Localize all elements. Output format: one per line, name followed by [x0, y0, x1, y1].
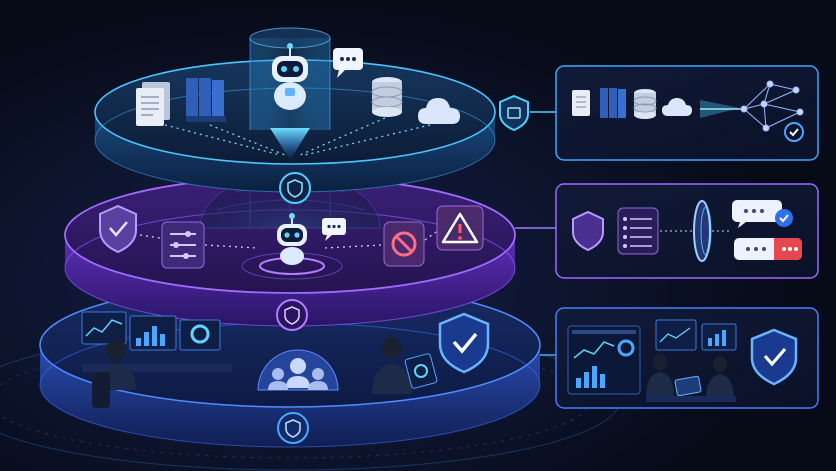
dashboard-icon [567, 325, 641, 395]
mid-connectors [139, 231, 437, 249]
neural-network-icon [740, 80, 804, 132]
checklist-icon [617, 207, 659, 255]
chat-bubble-icon [322, 218, 346, 241]
warning-icon [436, 205, 484, 251]
top-connectors [164, 117, 431, 156]
monitoring-desk-icon [81, 311, 232, 408]
cloud-icon [662, 98, 692, 116]
rejected-message-icon [734, 238, 802, 260]
documents-icon [136, 82, 170, 126]
shield-badge-icon [279, 172, 311, 204]
reviewer-tablet-icon [372, 337, 438, 394]
panel-knowledge-sources [555, 65, 819, 161]
check-badge-icon [784, 122, 804, 142]
signal-beam [700, 100, 742, 118]
cloud-icon [418, 98, 460, 124]
document-icon [572, 90, 590, 116]
database-icon [371, 77, 403, 117]
ai-robot-icon [241, 213, 343, 280]
shield-badge-icon [277, 412, 309, 444]
approved-message-icon [732, 200, 793, 228]
shield-check-icon [750, 328, 798, 386]
chat-bubble-icon [333, 48, 363, 78]
ai-robot-icon [272, 43, 308, 110]
ai-core-cylinder [249, 27, 331, 160]
shield-check-icon [99, 204, 137, 254]
panel-guardrails [555, 183, 819, 279]
shield-icon [572, 210, 604, 252]
shield-badge-icon [499, 94, 529, 132]
binders-icon [186, 78, 226, 122]
user-group-icon [257, 349, 339, 391]
binders-icon [600, 88, 626, 118]
panel-human-oversight [555, 307, 819, 409]
block-icon [383, 221, 425, 267]
reviewers-icon [646, 319, 737, 402]
database-icon [633, 89, 657, 119]
shield-badge-icon [276, 299, 308, 331]
policy-list-icon [161, 221, 205, 269]
lens-filter-icon [693, 200, 712, 262]
shield-check-icon [438, 312, 490, 374]
